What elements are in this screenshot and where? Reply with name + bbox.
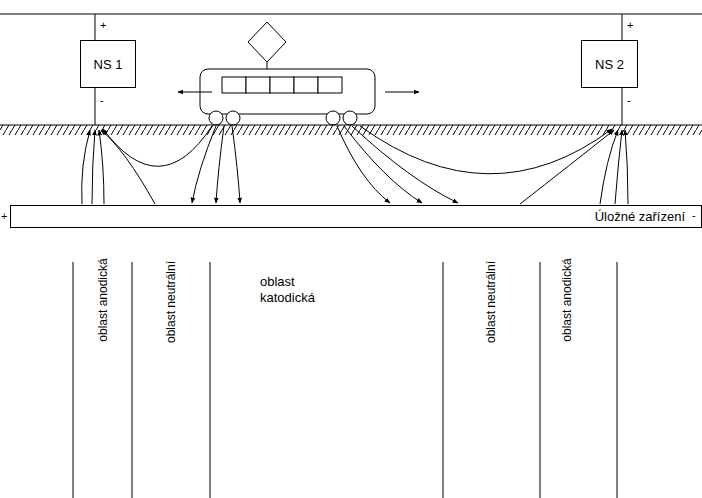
node-label: NS 1 [94, 57, 123, 72]
stray-currents [82, 126, 628, 204]
current-line [99, 130, 104, 204]
region-label: oblast neutrální [484, 259, 498, 345]
polarity-sign: + [1, 211, 7, 222]
current-line [232, 126, 240, 203]
polarity-sign: + [100, 20, 106, 31]
current-line [520, 130, 614, 204]
current-line [600, 130, 618, 204]
current-line [625, 130, 628, 204]
current-line [615, 130, 622, 204]
feeder-wire [622, 14, 623, 40]
current-line [103, 126, 212, 166]
polarity-sign: - [627, 95, 631, 106]
current-line [92, 130, 95, 204]
node-label: Úložné zařízení [595, 209, 685, 224]
direction-arrow [178, 92, 212, 93]
tram [200, 22, 375, 125]
buried-pipe: Úložné zařízení [10, 205, 702, 228]
feeder-wire [95, 14, 96, 40]
trolley-wire [0, 13, 702, 14]
direction-arrow [385, 92, 419, 93]
substation-box: NS 1 [80, 40, 136, 88]
region-label: oblast katodická [260, 274, 332, 305]
polarity-sign: + [627, 20, 633, 31]
node-label: NS 2 [595, 57, 624, 72]
current-line [337, 126, 390, 203]
substation-box: NS 2 [581, 40, 638, 88]
ground-line [0, 125, 702, 126]
current-line [192, 126, 216, 203]
region-label: oblast anodická [96, 256, 110, 343]
region-label: oblast neutrální [164, 259, 178, 345]
current-line [352, 126, 458, 203]
current-line [360, 126, 612, 174]
region-label: oblast anodická [560, 256, 574, 343]
current-line [216, 126, 224, 203]
polarity-sign: - [100, 95, 104, 106]
return-wire [622, 88, 623, 125]
current-line [82, 130, 90, 204]
return-wire [95, 88, 96, 125]
current-line [344, 126, 422, 203]
polarity-sign: - [692, 210, 696, 221]
current-line [101, 130, 155, 204]
region-dividers [73, 262, 617, 498]
